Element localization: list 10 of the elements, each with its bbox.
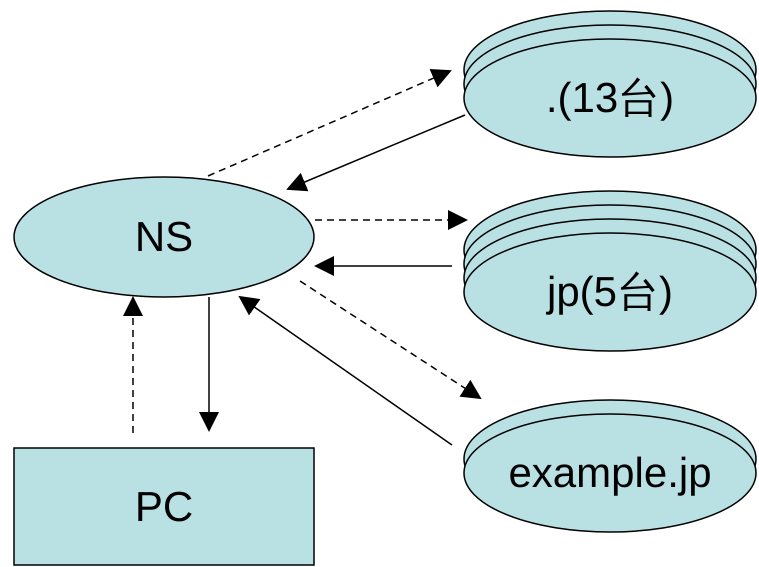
computer-box: PC <box>13 447 315 566</box>
arrow <box>314 256 452 276</box>
arrow <box>300 280 482 400</box>
arrow <box>208 69 452 177</box>
arrow <box>199 297 219 432</box>
server-ellipse: NS <box>13 176 315 298</box>
arrow <box>286 114 466 192</box>
arrow <box>238 296 452 446</box>
arrow <box>315 210 468 230</box>
arrow <box>123 296 143 433</box>
